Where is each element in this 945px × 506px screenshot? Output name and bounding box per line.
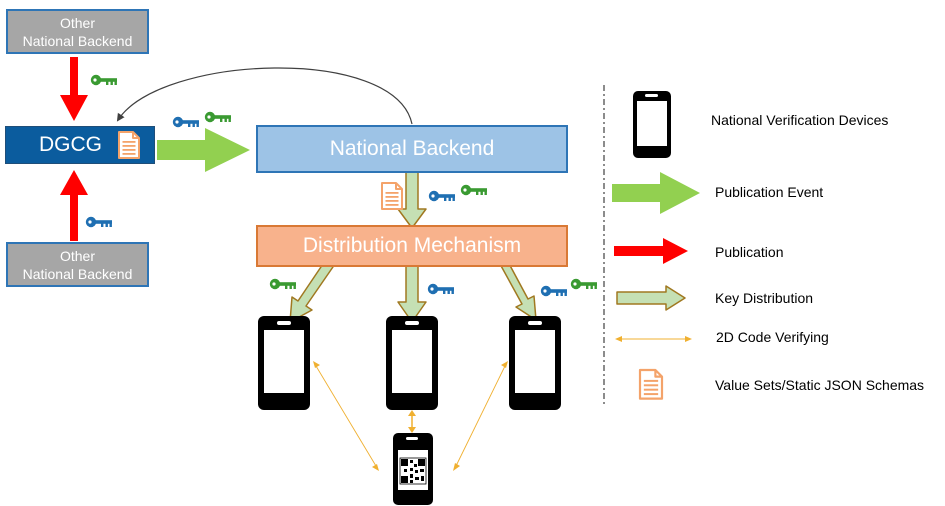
publication-arrow-bottom bbox=[60, 170, 88, 241]
verification-device-left bbox=[258, 316, 310, 410]
other-national-backend-top: Other National Backend bbox=[6, 9, 149, 54]
legend-publication-event-arrow bbox=[612, 172, 700, 214]
dgcg-label: DGCG bbox=[39, 133, 102, 156]
legend-2d-code-arrow bbox=[615, 336, 692, 342]
key-icon-green-left bbox=[269, 278, 296, 290]
legend-publication-arrow bbox=[614, 238, 688, 264]
legend-publication-label: Publication bbox=[715, 244, 784, 260]
dgcg-box: DGCG bbox=[5, 126, 155, 164]
legend-2d-code-label: 2D Code Verifying bbox=[716, 329, 829, 345]
document-icon-dgcg bbox=[118, 131, 140, 159]
national-backend-label: National Backend bbox=[329, 137, 495, 160]
legend-document-icon bbox=[638, 368, 664, 400]
key-distribution-arrow-nb-dm bbox=[397, 168, 427, 229]
distribution-mechanism-box: Distribution Mechanism bbox=[256, 225, 568, 267]
verification-device-right bbox=[509, 316, 561, 410]
legend-key-distribution-label: Key Distribution bbox=[715, 290, 814, 306]
national-backend-box: National Backend bbox=[256, 125, 568, 173]
publication-arrow-top bbox=[60, 57, 88, 121]
legend-key-distribution-arrow bbox=[616, 285, 686, 311]
other-backend-top-line1: Other bbox=[59, 14, 95, 31]
qr-code-icon bbox=[399, 457, 427, 485]
other-backend-bottom-line2: National Backend bbox=[22, 265, 133, 282]
legend-device-icon bbox=[633, 91, 671, 158]
key-icon-blue-event bbox=[172, 116, 199, 128]
key-icon-blue-middle bbox=[428, 190, 455, 202]
verify-arrow-left bbox=[313, 361, 379, 471]
verification-device-center bbox=[386, 316, 438, 410]
curved-return-arrow bbox=[116, 67, 413, 125]
key-distribution-arrow-left bbox=[289, 257, 336, 323]
key-icon-green-event bbox=[204, 111, 231, 123]
legend-value-sets-label: Value Sets/Static JSON Schemas bbox=[715, 377, 925, 393]
document-icon-middle bbox=[381, 182, 403, 210]
publication-event-arrow bbox=[157, 128, 250, 172]
key-icon-blue-right bbox=[540, 285, 567, 297]
legend-devices-label: National Verification Devices bbox=[711, 112, 889, 128]
qr-code-phone bbox=[393, 433, 433, 505]
distribution-mechanism-label: Distribution Mechanism bbox=[302, 234, 522, 257]
legend-publication-event-label: Publication Event bbox=[715, 184, 824, 200]
key-icon-green-middle bbox=[460, 184, 487, 196]
other-backend-top-line2: National Backend bbox=[22, 32, 133, 49]
key-distribution-arrow-center bbox=[397, 263, 427, 323]
verify-arrow-center bbox=[408, 410, 416, 433]
verify-arrow-right bbox=[453, 361, 508, 471]
key-icon-green-top bbox=[90, 74, 117, 86]
key-icon-blue-center bbox=[427, 283, 454, 295]
other-national-backend-bottom: Other National Backend bbox=[6, 242, 149, 287]
key-icon-green-right bbox=[570, 278, 597, 290]
key-distribution-arrow-right bbox=[499, 257, 537, 321]
key-icon-blue-bottom bbox=[85, 216, 112, 228]
other-backend-bottom-line1: Other bbox=[59, 247, 95, 264]
